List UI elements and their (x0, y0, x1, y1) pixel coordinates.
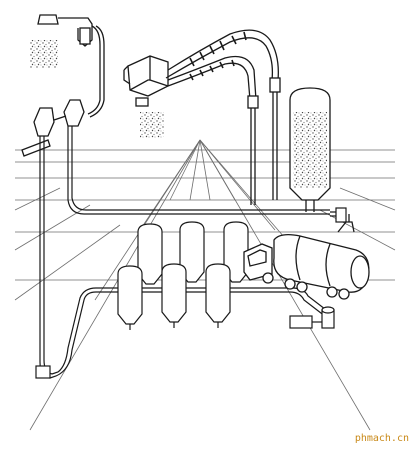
storage-silo (289, 87, 331, 212)
ceiling-receiver (30, 14, 105, 118)
tanker-truck (243, 214, 370, 300)
six-silo-battery (117, 221, 249, 330)
flexible-hoses (165, 29, 281, 205)
pipe-valve (330, 207, 347, 223)
ground-grid (14, 139, 396, 431)
left-pipe-run (35, 126, 335, 379)
powder-cloud-left (30, 40, 58, 68)
watermark-text: phmach.cn (354, 433, 409, 444)
vacuum-pump-unit (289, 306, 335, 329)
suspended-conveying-head (123, 55, 169, 138)
twin-hopper-loader (21, 99, 85, 157)
powder-cloud-center (140, 112, 164, 138)
